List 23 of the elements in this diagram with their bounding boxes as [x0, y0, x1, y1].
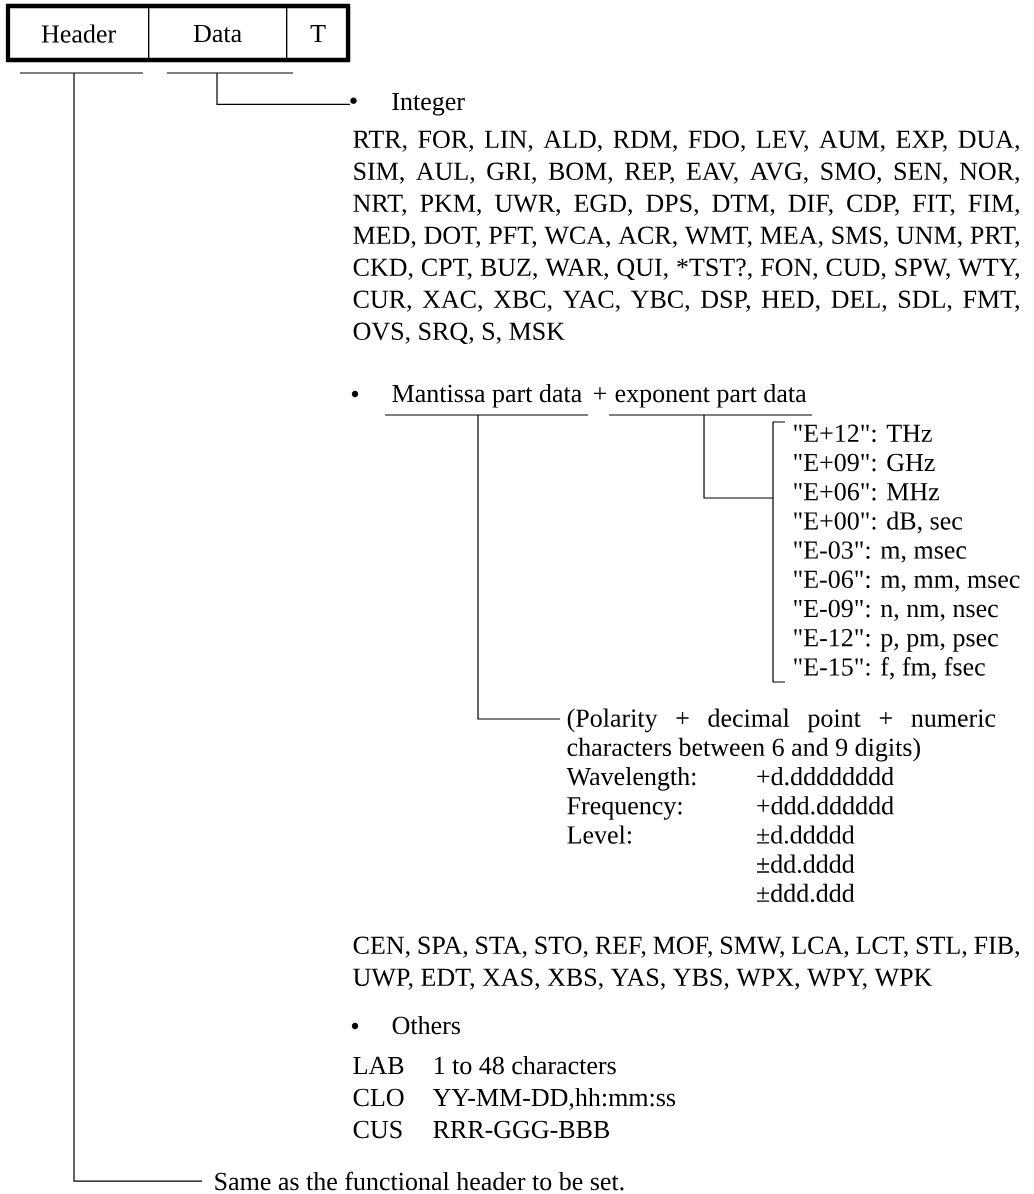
record-field: T: [286, 6, 351, 62]
leader-line: [703, 414, 774, 499]
command-name: CLO: [353, 1088, 404, 1107]
record-field: Data: [148, 6, 288, 62]
value-format: YY-MM-DD,hh:mm:ss: [432, 1088, 676, 1110]
command-list: CEN, SPA, STA, STO, REF, MOF, SMW, LCA, LCT, STL, FIB, UWP, EDT, XAS, XBS, YAS, YBS, WPX, WPY, WPK: [353, 936, 1019, 990]
value-format: RRR-GGG-BBB: [433, 1120, 609, 1139]
command-name: CUS: [353, 1120, 402, 1139]
command-name: LAB: [353, 1056, 404, 1075]
plus-sign: +: [593, 387, 606, 400]
note-text: Same as the functional header to be set.: [215, 1171, 624, 1191]
leader-line: [216, 72, 351, 105]
leader-line: [73, 72, 203, 1182]
value-format: 1 to 48 characters: [434, 1056, 616, 1075]
format-description: (Polarity + decimal point + numeric characters between 6 and 9 digits) Wavelength: +d.dddddddd Frequency: +ddd.dddddd Level: ±d.ddddd ±dd.dddd ±ddd.ddd: [566, 708, 996, 903]
field-part: exponent part data: [615, 384, 807, 408]
list-heading: Others: [392, 1016, 460, 1035]
field-part: Mantissa part data: [392, 384, 582, 408]
node-label: Header: [41, 24, 116, 43]
unit-list: "E+12": THz "E+09": GHz "E+06": MHz "E+00": dB, sec "E-03": m, msec "E-06": m, mm, msec "E-09": n, nm, nsec "E-12": p, pm, psec "E-15": f, fm, fsec: [794, 424, 1020, 680]
list-heading: Integer: [350, 93, 465, 116]
leader-line: [477, 414, 561, 720]
command-list: RTR, FOR, LIN, ALD, RDM, FDO, LEV, AUM, EXP, DUA, SIM, AUL, GRI, BOM, REP, EAV, AVG, SMO, SEN, NOR, NRT, PKM, UWR, EGD, DPS, DTM, DIF, CDP, FIT, FIM, MED, DOT, PFT, WCA, ACR, WMT, MEA, SMS, UNM, PRT, CKD, CPT, BUZ, WAR, QUI, *TST?, FON, CUD, SPW, WTY, CUR, XAC, XBC, YAC, YBC, DSP, HED, DEL, SDL, FMT, OVS, SRQ, S, MSK: [353, 130, 1019, 345]
